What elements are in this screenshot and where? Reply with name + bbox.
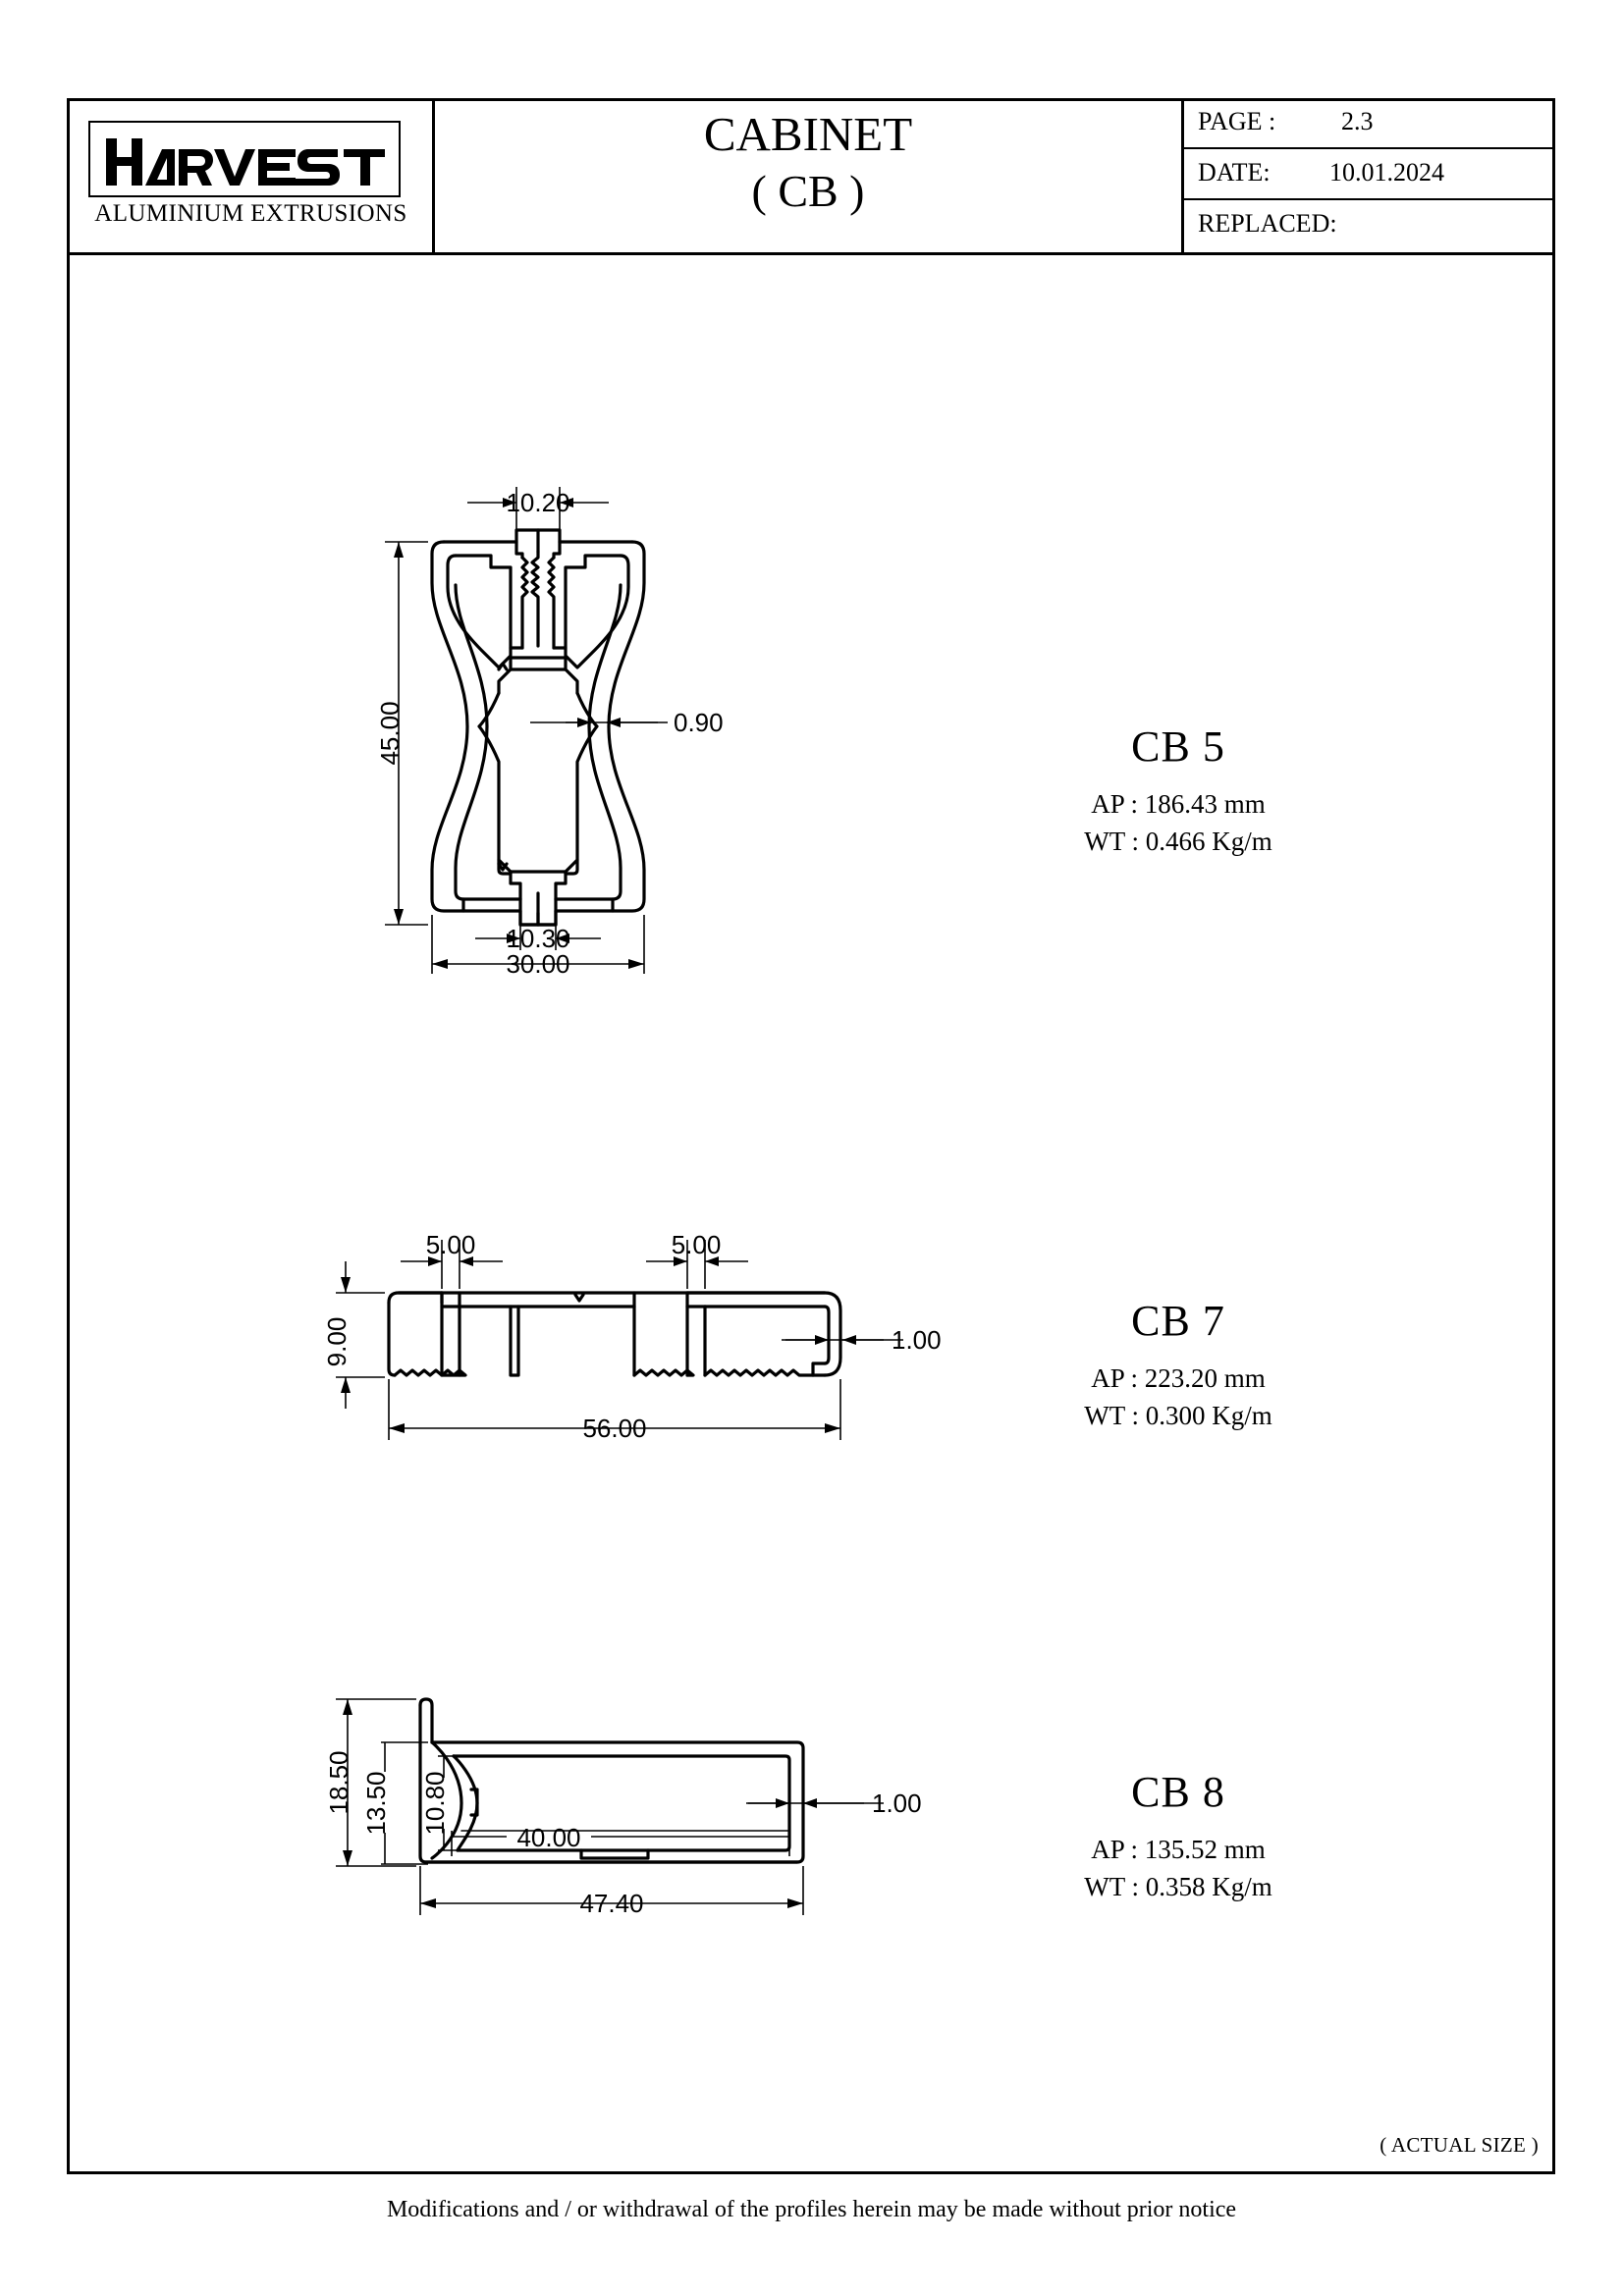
logo-cell: ALUMINIUM EXTRUSIONS: [67, 98, 435, 252]
logo-box: [88, 121, 401, 197]
cb7-dim-slot-right: 5.00: [672, 1232, 722, 1259]
cb7-dim-wall: 1.00: [892, 1325, 942, 1355]
page-row: PAGE : 2.3: [1184, 98, 1555, 149]
replaced-row: REPLACED:: [1184, 200, 1555, 252]
page-title: CABINET: [703, 107, 913, 161]
date-row: DATE: 10.01.2024: [1184, 149, 1555, 200]
profile-wt-cb8: WT : 0.358 Kg/m: [1084, 1872, 1272, 1902]
title-cell: CABINET ( CB ): [435, 98, 1181, 252]
harvest-wordmark-icon: [106, 138, 385, 186]
cb7-section-svg: 5.00 5.00 9.00 1.00 56.00: [322, 1232, 942, 1443]
actual-size-note: ( ACTUAL SIZE ): [1380, 2133, 1539, 2157]
cb7-dim-slot-left: 5.00: [426, 1232, 476, 1259]
company-subtitle: ALUMINIUM EXTRUSIONS: [94, 200, 407, 227]
profile-ap-cb5: AP : 186.43 mm: [1091, 789, 1266, 819]
cb8-dim-overall-width: 47.40: [579, 1889, 643, 1918]
profile-code-cb5: CB 5: [1131, 722, 1225, 771]
profile-code-cb7: CB 7: [1131, 1297, 1225, 1345]
cb8-dim-inner-height: 10.80: [420, 1771, 450, 1835]
spec-block-cb7: CB 7 AP : 223.20 mm WT : 0.300 Kg/m: [1021, 1296, 1335, 1435]
date-label: DATE:: [1198, 158, 1271, 187]
cb5-dim-height: 45.00: [375, 701, 405, 765]
cb7-dim-overall-width: 56.00: [582, 1414, 646, 1443]
cb5-dim-top-width: 10.20: [506, 488, 569, 517]
document-info-cell: PAGE : 2.3 DATE: 10.01.2024 REPLACED:: [1181, 98, 1555, 252]
cb8-dim-overall-height: 18.50: [324, 1750, 353, 1814]
title-block-header: ALUMINIUM EXTRUSIONS CABINET ( CB ) PAGE…: [67, 98, 1555, 255]
profile-ap-cb8: AP : 135.52 mm: [1091, 1835, 1266, 1864]
drawing-frame: ( ACTUAL SIZE ): [67, 98, 1555, 2174]
profile-wt-cb7: WT : 0.300 Kg/m: [1084, 1401, 1272, 1431]
spec-block-cb5: CB 5 AP : 186.43 mm WT : 0.466 Kg/m: [1021, 721, 1335, 861]
spec-block-cb8: CB 8 AP : 135.52 mm WT : 0.358 Kg/m: [1021, 1767, 1335, 1906]
date-value: 10.01.2024: [1329, 158, 1444, 187]
cb8-dim-wall: 1.00: [872, 1789, 922, 1818]
page-label: PAGE :: [1198, 107, 1276, 135]
cb5-dim-wall: 0.90: [674, 708, 724, 737]
cb8-dim-inner-width: 40.00: [516, 1823, 580, 1852]
profile-drawing-cb8: 18.50 13.50 10.80 40.00 1.00 47.40: [295, 1683, 943, 1929]
profile-drawing-cb5: 10.20 45.00 0.90 10.30 30.00: [373, 481, 825, 982]
cb8-dim-body-height: 13.50: [361, 1771, 391, 1835]
profile-ap-cb7: AP : 223.20 mm: [1091, 1363, 1266, 1393]
cb5-section-svg: 10.20 45.00 0.90 10.30 30.00: [375, 487, 724, 979]
cb8-section-svg: 18.50 13.50 10.80 40.00 1.00 47.40: [324, 1697, 922, 1918]
profile-code-cb8: CB 8: [1131, 1768, 1225, 1816]
profile-wt-cb5: WT : 0.466 Kg/m: [1084, 827, 1272, 857]
page-value: 2.3: [1341, 107, 1374, 135]
cb7-dim-height: 9.00: [322, 1317, 352, 1367]
replaced-label: REPLACED:: [1198, 209, 1337, 238]
page-title-code: ( CB ): [751, 166, 865, 216]
profile-drawing-cb7: 5.00 5.00 9.00 1.00 56.00: [295, 1232, 943, 1458]
cb5-dim-overall-width: 30.00: [506, 949, 569, 979]
cb5-dim-bottom-slot: 10.30: [506, 924, 569, 953]
footer-disclaimer: Modifications and / or withdrawal of the…: [386, 2197, 1237, 2222]
